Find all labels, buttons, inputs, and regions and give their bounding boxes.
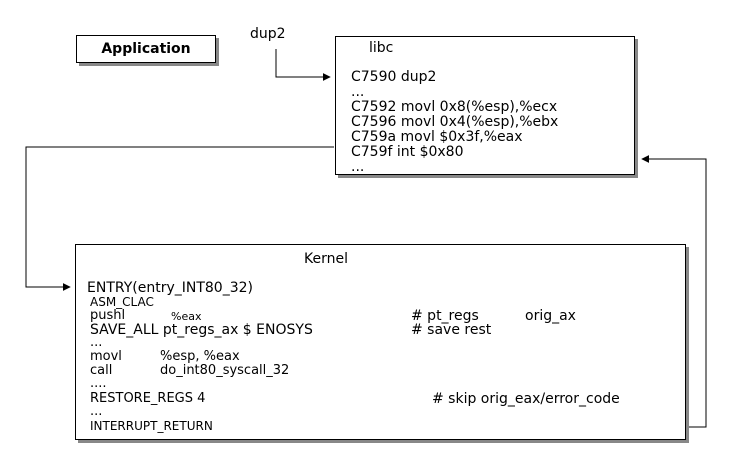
kernel-save-all: SAVE_ALL pt_regs_ax $ ENOSYS	[90, 322, 313, 338]
application-label: Application	[101, 41, 191, 57]
dup2-call-label: dup2	[250, 26, 286, 42]
kernel-pushl-op: pushl	[90, 308, 126, 323]
kernel-ellipsis-1: ...	[90, 335, 103, 350]
kernel-entry: ENTRY(entry_INT80_32)	[87, 280, 253, 296]
kernel-title: Kernel	[304, 251, 348, 267]
libc-title: libc	[369, 40, 394, 56]
kernel-movl-args: %esp, %eax	[160, 349, 240, 364]
kernel-interrupt-return: INTERRUPT_RETURN	[90, 419, 213, 433]
libc-box: libc C7590 dup2 ... C7592 movl 0x8(%esp)…	[335, 36, 635, 175]
kernel-box: Kernel ENTRY(entry_INT80_32) ASM_CLAC pu…	[75, 244, 686, 440]
application-box: Application	[76, 35, 216, 63]
kernel-restore-comment: # skip orig_eax/error_code	[432, 391, 620, 407]
kernel-movl-op: movl	[90, 349, 122, 364]
kernel-save-all-comment: # save rest	[411, 322, 492, 338]
arrow-application-to-libc	[275, 49, 331, 81]
kernel-call-op: call	[90, 363, 113, 378]
kernel-ellipsis-2: ....	[90, 376, 107, 391]
libc-line: C759f int $0x80	[351, 144, 464, 160]
libc-code: C7590 dup2 ... C7592 movl 0x8(%esp),%ecx…	[351, 70, 558, 175]
arrow-kernel-to-libc	[641, 155, 707, 428]
arrow-libc-to-kernel	[25, 146, 334, 291]
kernel-call-arg: do_int80_syscall_32	[160, 363, 290, 378]
libc-line: C7590 dup2	[351, 69, 437, 85]
kernel-asm-clac: ASM_CLAC	[90, 295, 154, 309]
libc-line: C7592 movl 0x8(%esp),%ecx	[351, 99, 558, 115]
libc-line: C7596 movl 0x4(%esp),%ebx	[351, 114, 559, 130]
kernel-ellipsis-3: ...	[90, 404, 103, 419]
kernel-pushl-comment-pt-regs: # pt_regs	[411, 308, 479, 324]
kernel-pushl-comment-orig-ax: orig_ax	[525, 308, 576, 324]
kernel-restore-regs: RESTORE_REGS 4	[90, 391, 206, 406]
libc-line: C759a movl $0x3f,%eax	[351, 129, 523, 145]
libc-line: ...	[351, 84, 365, 100]
libc-line: ...	[351, 159, 365, 175]
kernel-pushl-arg: %eax	[171, 310, 202, 323]
